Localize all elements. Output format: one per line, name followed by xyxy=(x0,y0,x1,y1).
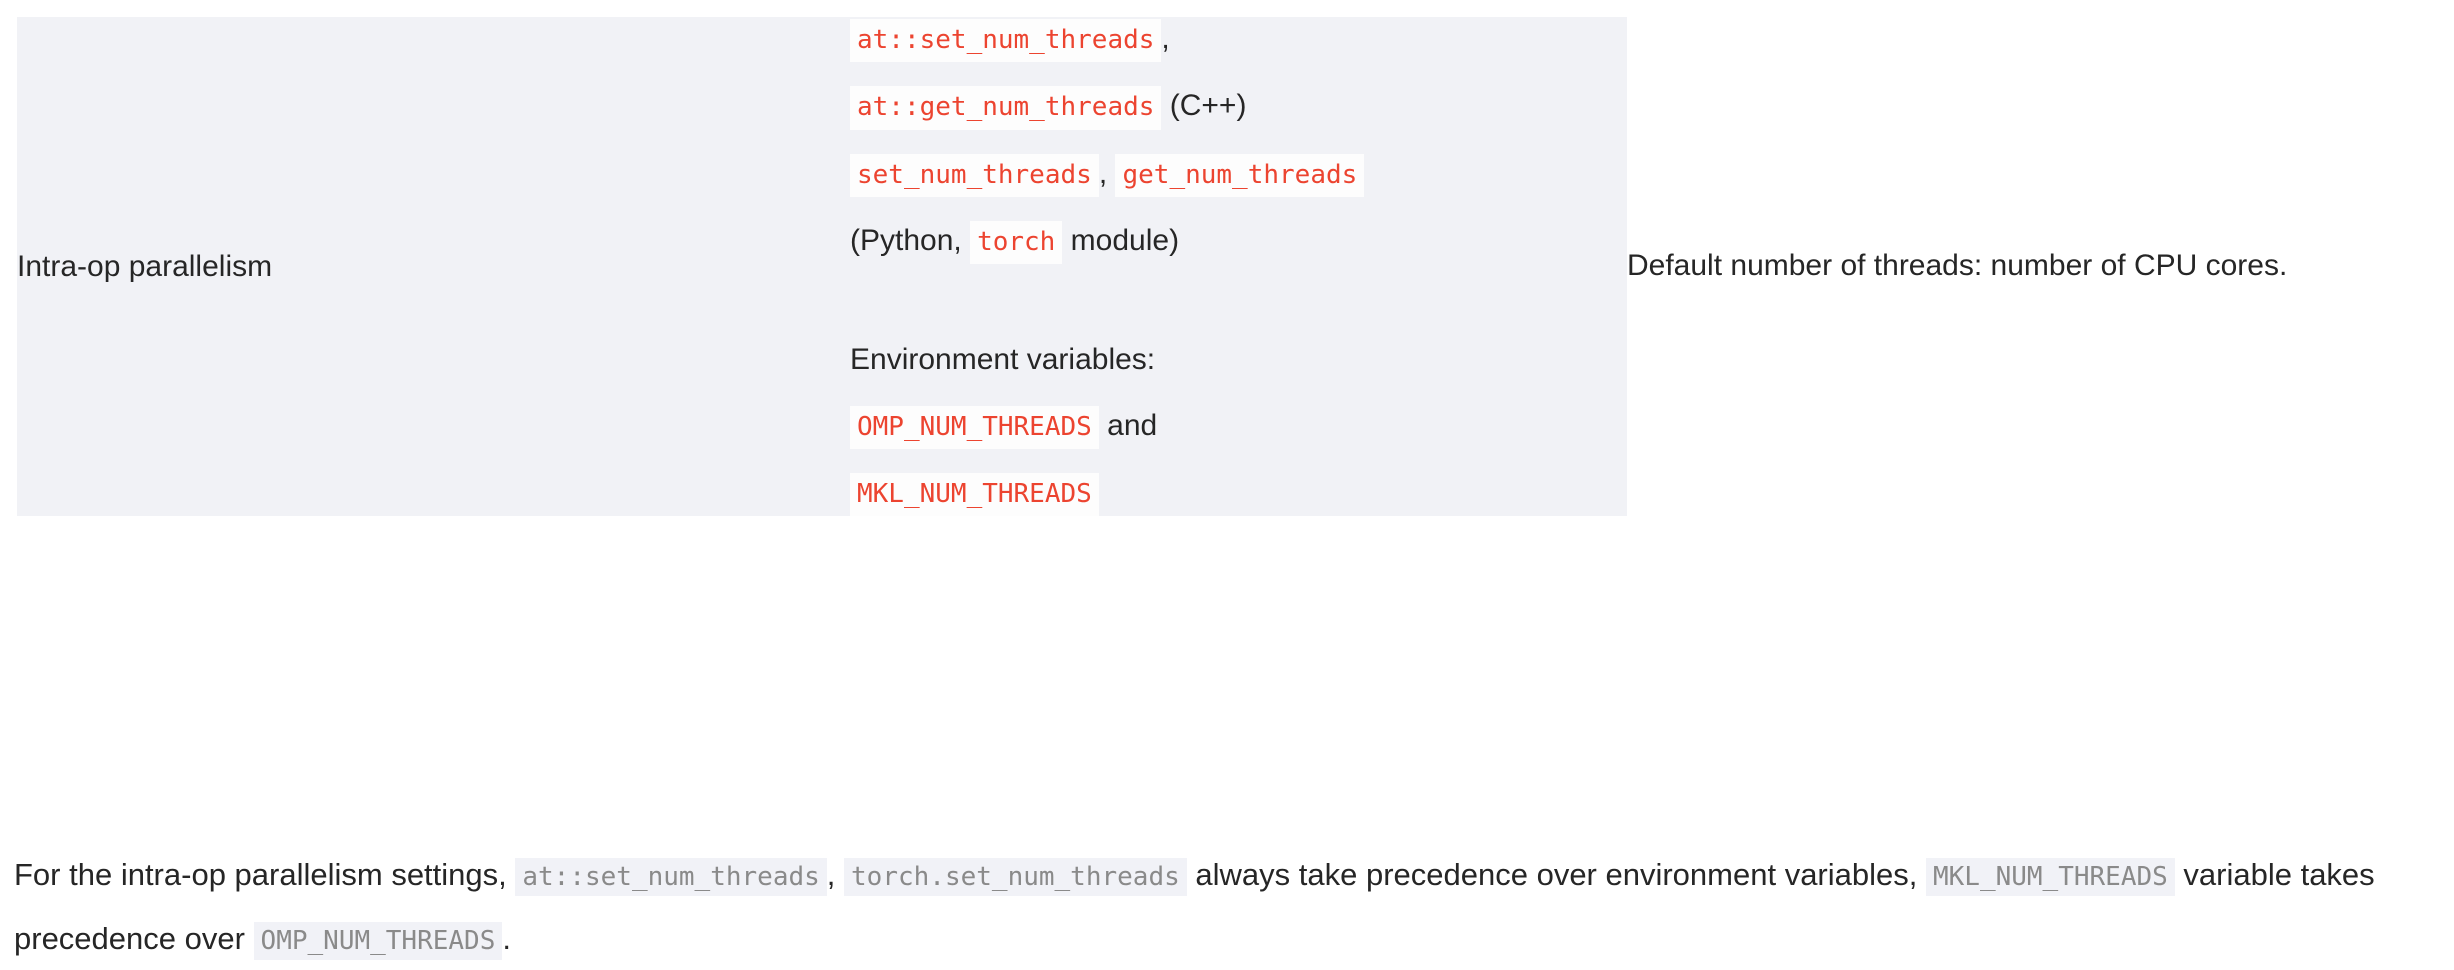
code-token: MKL_NUM_THREADS xyxy=(1925,858,2175,896)
code-token: at::set_num_threads xyxy=(515,858,827,896)
api-reference-line: (Python, torch module) xyxy=(850,219,1627,265)
inline-text: , xyxy=(826,857,845,892)
api-reference-line: set_num_threads, get_num_threads xyxy=(850,152,1627,197)
code-token: at::set_num_threads xyxy=(850,19,1162,63)
api-reference-line: at::get_num_threads (C++) xyxy=(850,84,1627,130)
table-cell-default-note: Default number of threads: number of CPU… xyxy=(1627,17,2437,517)
code-token: get_num_threads xyxy=(1115,153,1365,197)
inline-text: and xyxy=(1098,408,1158,442)
api-reference-line: MKL_NUM_THREADS xyxy=(850,471,1627,517)
code-token: torch.set_num_threads xyxy=(844,858,1187,896)
api-reference-line: Environment variables: xyxy=(850,338,1627,382)
setting-name-label: Intra-op parallelism xyxy=(17,250,273,284)
inline-text: (C++) xyxy=(1161,89,1247,123)
inline-text: For the intra-op parallelism settings, xyxy=(14,857,516,892)
inline-text: , xyxy=(1161,22,1170,55)
table-cell-api-reference: at::set_num_threads,at::get_num_threads … xyxy=(850,17,1627,517)
code-token: at::get_num_threads xyxy=(850,86,1162,130)
default-threads-note: Default number of threads: number of CPU… xyxy=(1627,249,2288,283)
inline-text: variable takes precedence over xyxy=(14,857,2375,956)
code-token: OMP_NUM_THREADS xyxy=(850,405,1099,449)
inline-text: always take precedence over environment … xyxy=(1186,857,1926,892)
table-row: Intra-op parallelism at::set_num_threads… xyxy=(17,17,2437,517)
code-token: MKL_NUM_THREADS xyxy=(850,472,1099,517)
inline-text: module) xyxy=(1062,223,1180,257)
code-token: set_num_threads xyxy=(850,153,1099,197)
api-reference-line: at::set_num_threads, xyxy=(850,17,1627,63)
paragraph-gap xyxy=(850,286,1627,338)
api-reference-line: OMP_NUM_THREADS and xyxy=(850,404,1627,449)
table-cell-setting-name: Intra-op parallelism xyxy=(17,17,850,517)
inline-text: (Python, xyxy=(850,223,971,257)
parallelism-settings-table: Intra-op parallelism at::set_num_threads… xyxy=(17,17,2437,517)
inline-text: Environment variables: xyxy=(850,343,1156,377)
precedence-paragraph: For the intra-op parallelism settings, a… xyxy=(14,843,2434,970)
inline-text: . xyxy=(502,920,511,956)
code-token: torch xyxy=(970,220,1063,265)
api-reference-list: at::set_num_threads,at::get_num_threads … xyxy=(850,17,1627,517)
code-token: OMP_NUM_THREADS xyxy=(253,921,503,960)
inline-text: , xyxy=(1098,156,1116,190)
